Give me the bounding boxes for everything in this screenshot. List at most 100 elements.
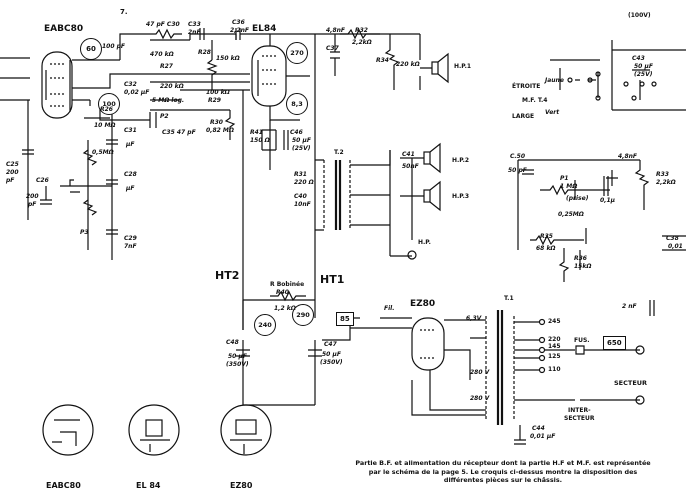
cap-c50-value: 50 pF [508,167,527,174]
res-r33: R33 [656,171,669,178]
tap-145: 145 [548,343,561,350]
winding-6-3v: 6,3V [466,315,482,322]
voltage-badge-270: 270 [286,42,308,64]
mains-switch-label-1: INTER- [568,407,591,414]
speaker-hp2-label: H.P.2 [452,157,470,164]
cap-100pf: 100 pF [102,43,126,50]
cap-c40-value: 10nF [294,201,311,208]
cap-c28-value: µF [126,185,135,192]
res-r28: R28 [198,49,211,56]
res-r31: R31 [294,171,307,178]
res-r35-value: 68 kΩ [536,245,556,252]
pot-p1-tap-value: 0,25MΩ [558,211,584,218]
pot-p1-tap: (prise) [566,195,589,202]
res-r35: R35 [540,233,553,240]
res-r41: R41 [250,129,263,136]
mft-t4-label: M.F. T.4 [522,97,548,104]
cap-c46-rating: (25V) [292,145,311,152]
cap-c41: C41 [402,151,415,158]
res-r26: R26 [100,106,113,113]
res-r30-value: 0,82 MΩ [206,127,234,134]
cap-c30: 47 pF C30 [146,21,180,28]
speaker-hp-jack-label: H.P. [418,239,431,246]
winding-280v-a: 280 V [470,369,490,376]
mft-vert-label: Vert [545,109,560,116]
cap-c48-rating: (350V) [226,361,249,368]
voltage-badge-60: 60 [80,38,102,60]
res-r27-value: 220 kΩ [160,83,184,90]
res-r29: R29 [208,97,221,104]
speaker-hp3-label: H.P.3 [452,193,470,200]
el84-tube-symbol [251,45,287,107]
cap-c26-unit: pF [28,201,37,208]
cap-c48: C48 [226,339,239,346]
cap-c29-value: 7nF [124,243,137,250]
pot-p3: P3 [80,229,89,236]
transformer-t2-label: T.2 [334,149,344,156]
cap-c36-value: 2,2nF [230,27,249,34]
socket-el84 [128,404,180,456]
res-r27: R27 [160,63,173,70]
caption-line-2: par le schéma de la page 5. Le croquis c… [368,467,638,476]
voltage-box-650: 650 [603,336,626,350]
voltage-badge-290: 290 [292,304,314,326]
res-r31-value: 220 Ω [294,179,314,186]
cap-c29: C29 [124,235,137,242]
cap-c33-value: 2nF [188,29,201,36]
res-r32-value: 2,2kΩ [352,39,372,46]
voltage-badge-8-3: 8,3 [286,93,308,115]
ht1-label: HT1 [320,273,345,286]
cap-c38-value: 0,01 [668,243,683,250]
cap-c32-value: 0,02 µF [124,89,150,96]
filament-label: Fil. [384,305,395,312]
mft-etroite-label: ÉTROITE [512,83,541,90]
cap-4-8nf: 4,8nF [618,153,637,160]
cap-c37: C37 [326,45,339,52]
cap-0-1u: 0,1µ [600,197,616,204]
pot-0-5m: 0,5MΩ [92,149,114,156]
transformer-t1-label: T.1 [504,295,514,302]
cap-c25-unit: pF [6,177,15,184]
eabc80-tube-symbol [41,51,73,119]
cap-c26-value: 200 [26,193,39,200]
mains-switch-label-2: SECTEUR [564,415,595,422]
voltage-box-85: 85 [336,312,354,326]
cap-c28: C28 [124,171,137,178]
tube-label-eabc80: EABC80 [44,24,84,34]
cap-c31: C31 [124,127,137,134]
res-470k: 470 kΩ [150,51,174,58]
cap-c47: C47 [324,341,337,348]
res-r34-value: 220 kΩ [396,61,420,68]
res-100k: 100 kΩ [206,89,230,96]
ez80-tube-symbol [411,317,445,371]
caption-line-1: Partie B.F. et alimentation du récepteur… [355,459,651,467]
mft-jaune-label: Jaune [545,77,564,84]
socket-label-el84: EL 84 [136,481,161,490]
cap-c25-value: 200 [6,169,19,176]
winding-280v-b: 280 V [470,395,490,402]
pot-p1: P1 [560,175,569,182]
mft-large-label: LARGE [512,113,535,120]
cap-2nf: 2 nF [622,303,637,310]
res-r33-value: 2,2kΩ [656,179,676,186]
pot-p1-value: 1 MΩ [560,183,578,190]
res-r40: R40 [276,289,289,296]
figure-caption: Partie B.F. et alimentation du récepteur… [323,459,683,485]
cap-c46-value: 50 µF [292,137,311,144]
res-r30: R30 [210,119,223,126]
page-corner-label: (100V) [628,12,651,19]
cap-c43-rating: (25V) [634,71,653,78]
cap-c31-value: µF [126,141,135,148]
pot-5m-log: 5 MΩ log. [152,97,185,104]
tap-110: 110 [548,366,561,373]
voltage-badge-100: 100 [98,93,120,115]
res-r34: R34 [376,57,389,64]
socket-label-eabc80: EABC80 [46,481,81,490]
cap-c43-value: 50 µF [634,63,653,70]
cap-c36: C36 [232,19,245,26]
tap-220: 220 [548,336,561,343]
res-r26-value: 10 MΩ [94,122,116,129]
cap-c48-value: 50 µF [228,353,247,360]
speaker-hp1-label: H.P.1 [454,63,472,70]
cap-c47-rating: (350V) [320,359,343,366]
